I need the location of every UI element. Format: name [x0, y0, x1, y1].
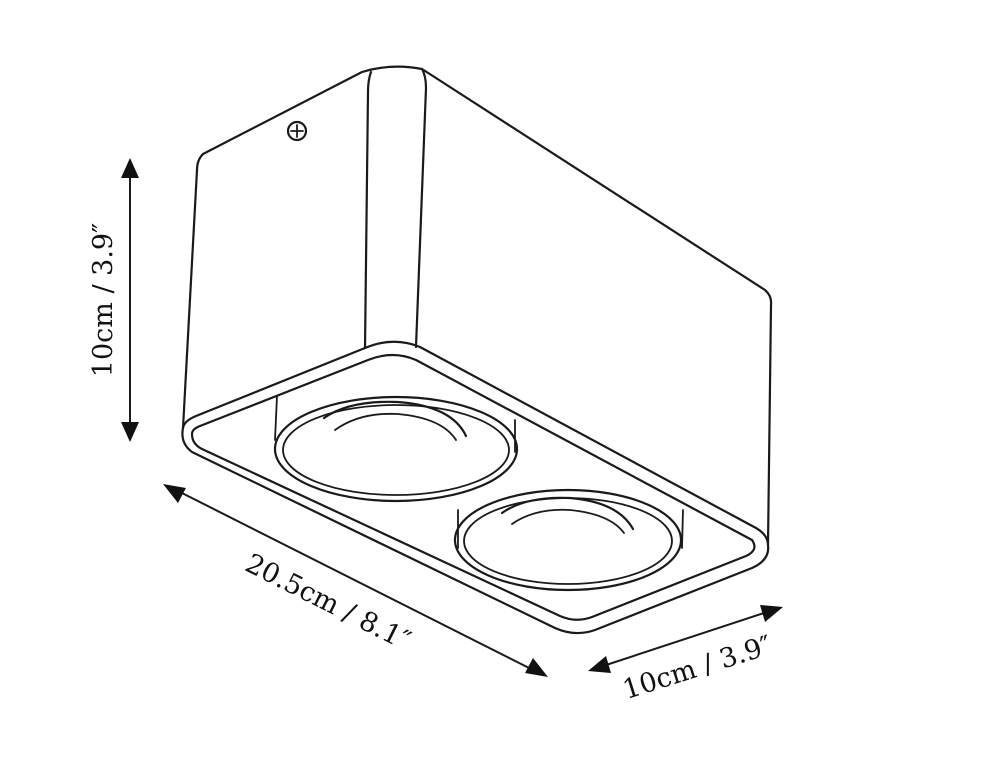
length-label: 20.5cm / 8.1″: [240, 548, 415, 657]
fixture-bottom-rim-inner: [190, 353, 756, 621]
height-dimension: 10cm / 3.9″: [88, 158, 139, 442]
fixture-left-side: [181, 152, 205, 430]
spotlight-1: [273, 395, 519, 503]
length-arrow-line: [175, 489, 536, 672]
height-arrow-bottom: [121, 422, 139, 442]
height-label: 10cm / 3.9″: [88, 223, 119, 377]
ceiling-light-fixture: [181, 65, 773, 635]
width-label: 10cm / 3.9″: [619, 630, 776, 706]
fixture-top-edge: [201, 65, 773, 307]
width-arrow-left: [588, 656, 611, 673]
width-arrow-right: [760, 605, 783, 622]
lamp-well-2-side-right: [681, 509, 684, 549]
length-arrow-left: [163, 484, 186, 503]
fixture-right-side: [766, 303, 773, 547]
spotlight-2: [453, 488, 683, 592]
fixture-front-corner: [363, 70, 373, 350]
fixture-bottom-rim-outer: [181, 340, 770, 635]
mounting-screw-icon: [286, 120, 308, 142]
length-arrow-right: [525, 658, 548, 677]
fixture-front-corner-outer: [414, 67, 428, 349]
lamp-well-1-side: [274, 395, 278, 441]
width-arrow-line: [599, 610, 771, 668]
height-arrow-top: [121, 158, 139, 178]
